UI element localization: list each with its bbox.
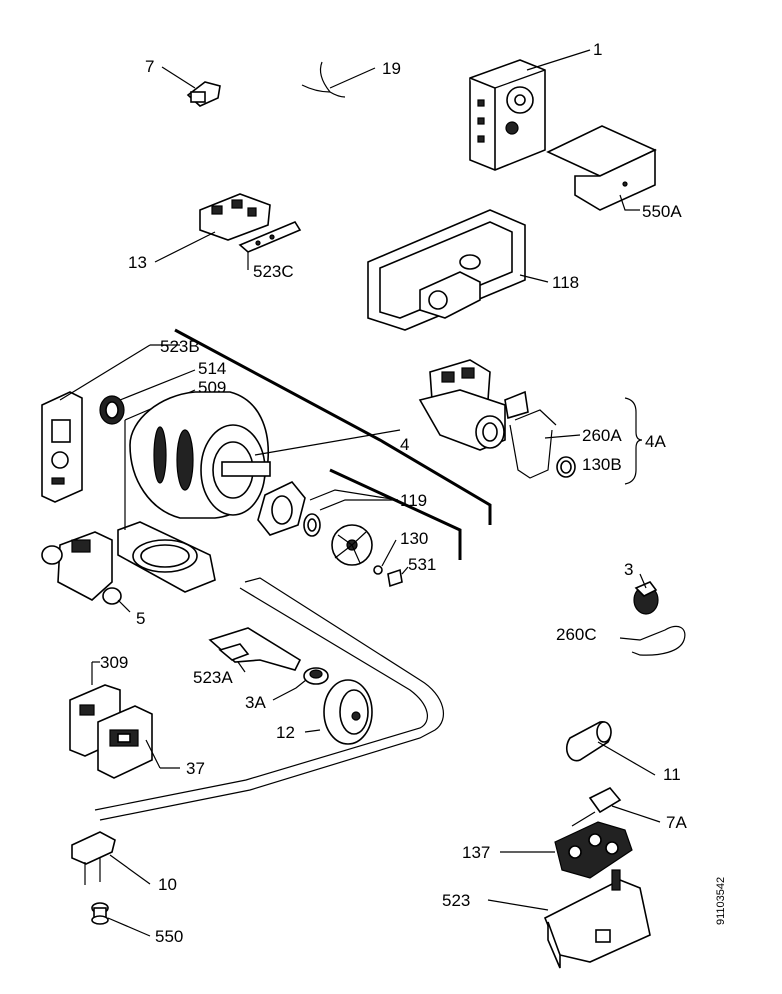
label-550a: 550A (642, 202, 682, 221)
part-531-screw (387, 566, 409, 588)
label-3: 3 (624, 560, 633, 579)
part-130-washer (373, 539, 397, 575)
part-7a-microswitch (571, 787, 661, 827)
part-514-seal (99, 369, 196, 425)
part-260c-chain (619, 625, 686, 656)
part-5-valve (41, 531, 131, 613)
label-7: 7 (145, 57, 154, 76)
label-11: 11 (663, 765, 681, 784)
bracket-4a (624, 397, 643, 485)
part-10-heater-terminal (71, 831, 151, 885)
label-260a: 260A (582, 426, 622, 445)
part-509-gasket (117, 389, 216, 593)
part-523b-panel (41, 344, 180, 503)
part-523c-bracket (238, 220, 302, 270)
label-12: 12 (276, 723, 295, 742)
label-550: 550 (155, 927, 183, 946)
label-531: 531 (408, 555, 436, 574)
label-130b: 130B (582, 455, 622, 474)
label-523a: 523A (193, 668, 233, 687)
label-260c: 260C (556, 625, 597, 644)
label-119: 119 (400, 491, 427, 510)
part-119-adapter (257, 481, 399, 537)
label-4: 4 (400, 435, 409, 454)
part-7-connector (161, 66, 221, 107)
label-309: 309 (100, 653, 128, 672)
label-7a: 7A (666, 813, 687, 832)
part-12-pressure-switch (304, 679, 373, 745)
label-5: 5 (136, 609, 145, 628)
label-523c: 523C (253, 262, 294, 281)
label-10: 10 (158, 875, 177, 894)
part-118-dispenser (367, 209, 549, 331)
part-13-switch (154, 193, 271, 263)
label-130: 130 (400, 529, 428, 548)
part-4a-drain-pump (418, 359, 529, 451)
part-260a-clip (509, 409, 581, 479)
label-19: 19 (382, 59, 401, 78)
label-523: 523 (442, 891, 470, 910)
part-37-switch (97, 705, 180, 779)
part-11-capacitor (565, 721, 656, 776)
motor-group-frame (174, 328, 492, 560)
part-130b-oring (556, 456, 576, 478)
part-1-programmer (469, 49, 591, 171)
label-1: 1 (593, 40, 602, 59)
label-118: 118 (552, 273, 579, 292)
part-4-pump-motor (129, 391, 401, 519)
label-514: 514 (198, 359, 226, 378)
part-137-float-pad (500, 821, 633, 879)
heating-element-loop (94, 577, 444, 821)
part-19-wire-clip (301, 61, 376, 98)
label-37: 37 (186, 759, 205, 778)
diagram-code: 91103542 (715, 877, 727, 925)
label-13: 13 (128, 253, 147, 272)
part-523-base (487, 869, 651, 969)
part-550-plug (91, 902, 151, 937)
part-impeller (331, 524, 373, 566)
label-137: 137 (462, 843, 490, 862)
part-523a-bracket (208, 627, 302, 673)
label-4a: 4A (645, 432, 666, 451)
label-3a: 3A (245, 693, 266, 712)
label-523b: 523B (160, 337, 200, 356)
part-3-sensor (633, 573, 659, 615)
part-3a-thermostat (272, 667, 329, 701)
part-550a-cover (546, 125, 657, 211)
